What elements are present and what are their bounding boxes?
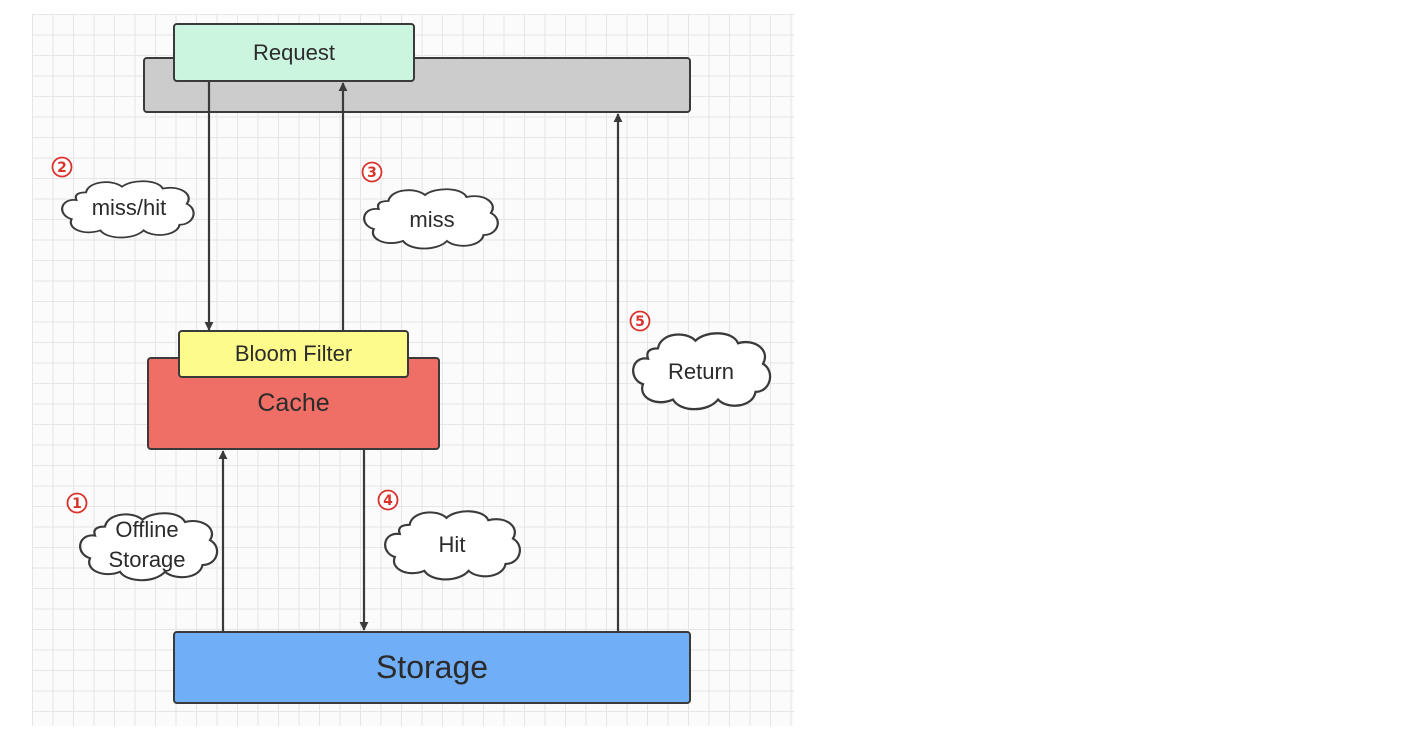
step-5-label: Return [668,359,734,384]
step-1-label-line2: Storage [108,547,185,572]
svg-text:4: 4 [383,493,393,509]
request-node: Request [173,23,415,82]
step-4-badge: 4 [377,489,399,511]
step-2-badge: 2 [51,156,73,178]
step-1-badge: 1 [66,492,88,514]
step-3-badge: 3 [361,161,383,183]
step-1-label-line1: Offline [115,517,178,542]
svg-text:1: 1 [72,496,82,512]
bloom-filter-node: Bloom Filter [178,330,409,378]
step-3-label: miss [409,207,454,232]
svg-text:3: 3 [367,165,377,181]
svg-text:2: 2 [57,160,67,176]
step-5-badge: 5 [629,310,651,332]
storage-node: Storage [173,631,691,704]
svg-text:5: 5 [635,314,645,330]
step-2-label: miss/hit [92,195,167,220]
step-4-label: Hit [439,532,466,557]
